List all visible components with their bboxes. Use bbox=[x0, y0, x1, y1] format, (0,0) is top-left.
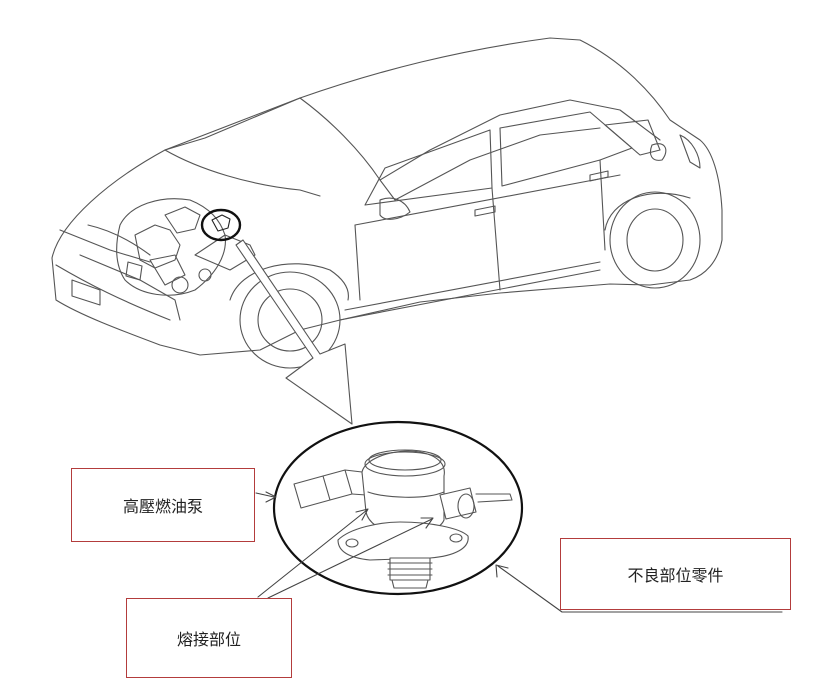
leader-weld-1 bbox=[257, 509, 368, 598]
label-high-pressure-pump-text: 高壓燃油泵 bbox=[122, 497, 203, 516]
pointer-arrow-icon bbox=[235, 239, 353, 425]
leader-lines bbox=[255, 491, 783, 613]
leader-defect-arrowhead bbox=[495, 564, 509, 578]
leader-defect bbox=[497, 565, 783, 613]
leader-pump bbox=[255, 492, 275, 498]
leader-pump-arrowhead bbox=[265, 491, 277, 503]
leader-weld-2 bbox=[267, 518, 433, 599]
leader-weld-1-arrowhead bbox=[355, 508, 369, 521]
leader-weld-2-arrowhead bbox=[420, 517, 434, 529]
fuel-pump-detail-icon bbox=[272, 420, 524, 596]
car-illustration-icon bbox=[51, 37, 723, 369]
label-weld-location-text: 熔接部位 bbox=[176, 630, 241, 649]
label-weld-location: 熔接部位 bbox=[126, 598, 292, 678]
label-defect-part: 不良部位零件 bbox=[560, 538, 791, 610]
label-defect-part-text: 不良部位零件 bbox=[627, 566, 724, 585]
label-high-pressure-pump: 高壓燃油泵 bbox=[71, 468, 255, 542]
